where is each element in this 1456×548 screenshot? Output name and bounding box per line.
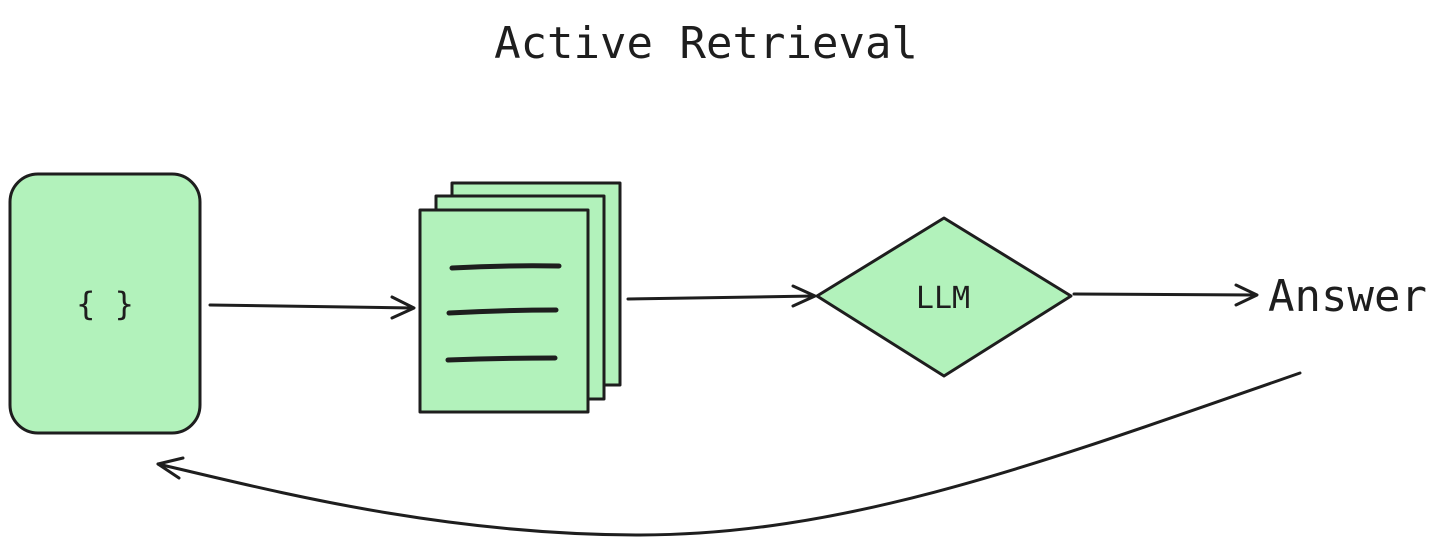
document-line — [449, 263, 562, 271]
llm-diamond-shape — [815, 216, 1073, 378]
document-stack-icon — [418, 181, 622, 414]
document-line — [446, 307, 559, 316]
diagram-title: Active Retrieval — [494, 18, 918, 69]
llm-label: LLM — [916, 281, 970, 316]
query-box-shape — [8, 172, 202, 435]
arrow-llm-to-answer — [1072, 283, 1259, 307]
arrow-documents-to-llm — [626, 284, 817, 308]
llm-node: LLM — [815, 216, 1073, 378]
arrow-query-to-documents — [208, 295, 416, 320]
arrow-answer-to-query — [156, 371, 1302, 537]
document-line — [445, 355, 558, 363]
answer-label: Answer — [1268, 271, 1427, 322]
curly-braces-icon: { } — [76, 285, 134, 323]
query-box: { } — [8, 172, 202, 435]
